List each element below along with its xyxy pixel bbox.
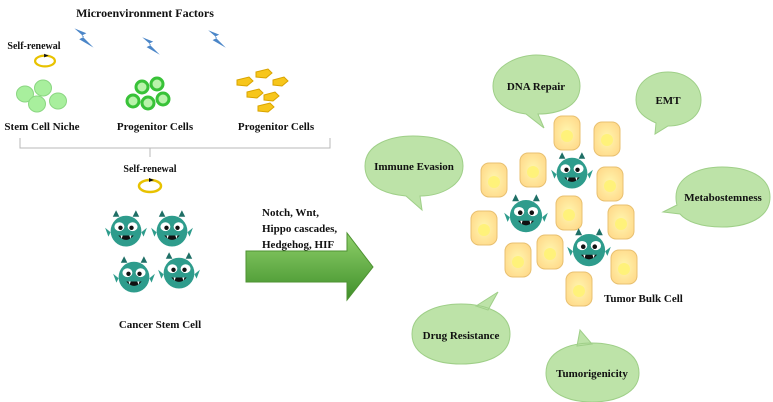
monster-cell-icon: [105, 210, 147, 247]
self-renewal-label-top: Self-renewal: [7, 41, 60, 52]
grouping-bracket: [19, 138, 331, 157]
lightning-bolt-icon: [74, 28, 94, 48]
stem-cell-niche-cluster: [16, 79, 67, 113]
property-bubbles: [364, 54, 771, 402]
circular-arrow-icon: [33, 52, 57, 68]
progenitor-yellow-cluster: [236, 68, 289, 113]
progression-arrow: [245, 231, 374, 302]
bubble-tumorigenicity: [545, 328, 640, 402]
monster-cell-icon: [567, 228, 611, 267]
pathway-line-3: Hedgehog, HIF: [262, 239, 334, 251]
label-dna-repair: DNA Repair: [507, 81, 565, 93]
cancer-stem-cell-label: Cancer Stem Cell: [119, 319, 201, 331]
monster-cell-icon: [158, 252, 200, 289]
bubble-dna-repair: [492, 54, 581, 129]
bubble-emt: [635, 71, 702, 135]
label-emt: EMT: [655, 95, 681, 107]
monster-cell-icon: [113, 256, 155, 293]
lightning-bolt-icon: [208, 30, 226, 48]
monster-cell-icon: [151, 210, 193, 247]
diagram-title: Microenvironment Factors: [76, 6, 214, 20]
pathway-line-1: Notch, Wnt,: [262, 207, 319, 219]
tumor-bulk-cluster: [470, 115, 638, 307]
progenitor-green-cluster: [125, 76, 171, 111]
progenitor-cells-label-2: Progenitor Cells: [238, 121, 315, 133]
tumor-bulk-cell-label: Tumor Bulk Cell: [604, 293, 683, 305]
monster-cell-icon: [551, 152, 593, 189]
label-metabostemness: Metabostemness: [684, 192, 762, 204]
cancer-stem-cell-cluster: [105, 210, 200, 293]
pathway-labels: Notch, Wnt, Hippo cascades, Hedgehog, HI…: [262, 207, 337, 251]
self-renewal-label-middle: Self-renewal: [123, 164, 176, 175]
lightning-bolt-icon: [142, 37, 160, 55]
monster-cell-icon: [504, 194, 548, 233]
stem-cell-niche-label: Stem Cell Niche: [4, 121, 79, 133]
bubble-drug-resistance: [411, 291, 511, 365]
circular-arrow-icon: [137, 176, 163, 194]
pathway-line-2: Hippo cascades,: [262, 223, 337, 235]
progenitor-cells-label-1: Progenitor Cells: [117, 121, 194, 133]
label-drug-resistance: Drug Resistance: [423, 330, 500, 342]
label-immune-evasion: Immune Evasion: [374, 161, 454, 173]
label-tumorigenicity: Tumorigenicity: [556, 368, 628, 380]
bubble-metabostemness: [661, 166, 771, 228]
property-labels: DNA Repair EMT Immune Evasion Metabostem…: [374, 81, 762, 380]
bubble-immune-evasion: [364, 135, 464, 212]
